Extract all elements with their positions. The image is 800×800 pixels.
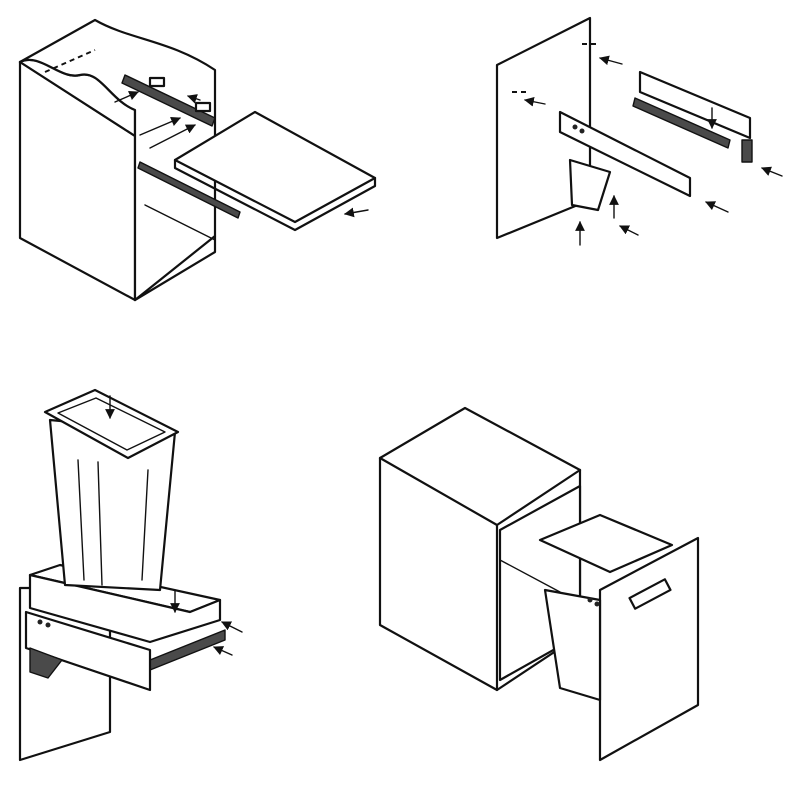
arrow-3d	[213, 646, 233, 656]
step-3-bin-placement	[18, 388, 243, 762]
lower-drawer-slide	[137, 161, 241, 219]
drawer-slide-rail	[121, 74, 216, 127]
slide-clip	[148, 76, 166, 88]
rail-slide	[632, 97, 731, 149]
bin-holder-pocket	[568, 158, 612, 212]
slide-clip-2	[194, 101, 212, 113]
arrow-2h	[705, 201, 729, 213]
arrow-1d	[187, 94, 201, 104]
arrow-3c	[221, 621, 243, 633]
installed-bin-rim	[538, 513, 674, 574]
plate-hole-2	[45, 622, 51, 628]
arrow-1a	[114, 91, 139, 103]
drawer-slide-line	[499, 559, 561, 593]
cabinet-inner-line	[144, 204, 216, 241]
drawer-front-panel	[598, 536, 700, 762]
bin-rim-inner	[57, 397, 166, 451]
cabinet-top-front	[378, 456, 582, 527]
bin-groove-3	[141, 469, 149, 581]
installed-bin-body	[543, 588, 602, 702]
plate-hole-1	[37, 619, 43, 625]
arrow-1e	[344, 207, 369, 218]
shelf-edge	[173, 158, 377, 232]
step-2-bracket-mounting	[495, 16, 783, 246]
drawer-handle	[628, 578, 672, 610]
drawer-hole-1	[587, 597, 593, 603]
front-rail-plate	[24, 610, 152, 692]
pocket-3	[29, 647, 63, 679]
end-clip	[741, 139, 753, 163]
bracket-hole-1	[572, 124, 578, 130]
drawer-hole-2	[594, 601, 600, 607]
arrow-1b	[139, 116, 181, 136]
step-4-installed-pullout-bin	[378, 406, 700, 762]
bin-groove-2	[97, 461, 103, 586]
bin-groove-1	[77, 459, 85, 581]
top-rail	[638, 70, 752, 140]
frame-front	[28, 573, 222, 644]
arrow-2e	[619, 225, 639, 236]
arrow-2g	[761, 166, 783, 177]
front-bracket	[558, 110, 692, 198]
arrow-2b	[599, 55, 623, 66]
mount-dashes-top	[44, 49, 96, 73]
bracket-hole-2	[579, 128, 585, 134]
step-1-cabinet-drawer-slide	[18, 18, 377, 302]
cabinet-back-panel	[18, 18, 217, 302]
arrow-2a	[524, 96, 546, 107]
arrow-1c	[149, 124, 196, 149]
cabinet-bottom-edge	[133, 234, 217, 302]
